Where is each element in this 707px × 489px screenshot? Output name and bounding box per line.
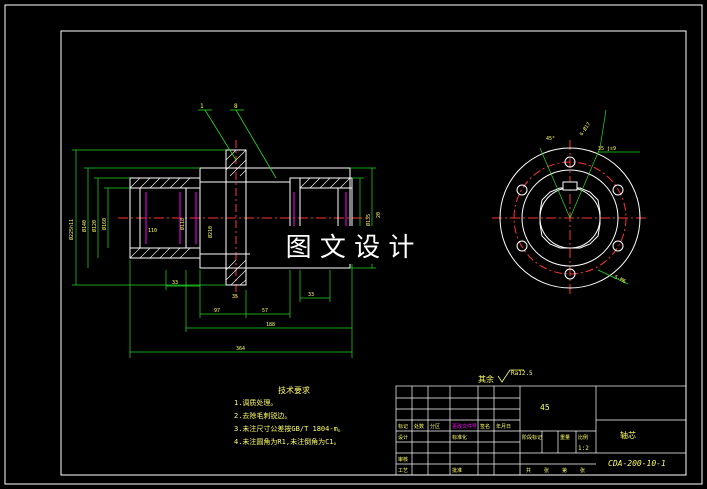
dim-len-97: 97 <box>214 308 220 314</box>
front-section-view: 1 8 <box>68 103 382 358</box>
dim-flatness: 35 js9 <box>598 146 616 152</box>
dim-right-dia: Ø135 <box>365 214 372 226</box>
tb-sign: 签名 <box>480 423 490 430</box>
tb-stage: 阶段标记 <box>522 434 542 441</box>
side-view: 45° 6-Ø17 35 js9 5-M6 <box>492 109 648 296</box>
tb-total: 共 <box>526 467 531 474</box>
tb-standard: 标准化 <box>452 434 467 441</box>
roughness-symbol <box>497 369 524 383</box>
dim-len-188: 188 <box>266 322 275 328</box>
dim-holes-top: 6-Ø17 <box>578 121 592 137</box>
tb-review: 审核 <box>398 456 408 463</box>
tb-process: 工艺 <box>398 468 408 474</box>
tb-weight: 重量 <box>560 434 570 441</box>
tb-date: 年月日 <box>496 423 511 430</box>
tb-drawing-no: CDA-200-10-1 <box>608 459 666 468</box>
tech-req-item-2: 2.去除毛刺锐边。 <box>234 411 291 420</box>
tech-req-item-4: 4.未注圆角为R1,未注倒角为C1。 <box>234 437 341 446</box>
dim-len-33a: 33 <box>172 280 178 286</box>
dim-len-110: 110 <box>148 228 157 234</box>
bolt-holes <box>516 156 624 280</box>
tb-change-no: 更改文件号 <box>452 423 477 430</box>
tb-sheet: 张 <box>544 467 549 474</box>
title-block <box>395 385 687 476</box>
dim-angle: 45° <box>546 136 555 142</box>
tb-sheet2: 张 <box>580 467 585 474</box>
dim-bore-dia: Ø140 <box>81 220 88 232</box>
dim-overall-height: Ø225h11 <box>68 219 75 240</box>
outer-border <box>4 4 703 485</box>
tech-req-item-3: 3.未注尺寸公差按GB/T 1804-m。 <box>234 424 345 433</box>
flange-outer-circle <box>499 147 641 289</box>
middle-body-outline <box>199 167 351 269</box>
tb-approve: 批准 <box>452 467 462 474</box>
dim-hub-dia: Ø118 <box>179 218 186 230</box>
dim-flange-dia: Ø210 <box>207 226 214 238</box>
tb-page: 第 <box>562 467 567 474</box>
dim-holes-bottom: 5-M6 <box>613 274 626 285</box>
spline-bore <box>539 187 601 249</box>
tb-material: 45 <box>540 403 550 412</box>
bolt-circle <box>513 161 627 275</box>
tech-requirements: 技术要求 1.调质处理。 2.去除毛刺锐边。 3.未注尺寸公差按GB/T 180… <box>234 385 345 446</box>
part-label-1: 1 <box>200 103 204 110</box>
hub-circle <box>521 169 619 267</box>
tb-design: 设计 <box>398 434 408 441</box>
dim-len-57: 57 <box>262 308 268 314</box>
watermark-text: 图 文 设 计 <box>286 233 415 263</box>
tb-scale-label: 比例 <box>578 434 588 441</box>
dim-overall-len: 364 <box>236 346 245 352</box>
tb-scale-value: 1:2 <box>578 445 589 452</box>
tech-req-item-1: 1.调质处理。 <box>234 398 277 407</box>
keyway <box>562 181 578 191</box>
tb-mark: 标记 <box>398 423 408 430</box>
roughness-value: Ra12.5 <box>511 370 533 377</box>
leader-1 <box>204 109 237 161</box>
dim-mid-dia: Ø160 <box>101 218 108 230</box>
tech-req-title: 技术要求 <box>278 385 310 395</box>
drawing-frame <box>60 30 687 476</box>
tb-zone: 分区 <box>430 423 440 430</box>
dim-small-20: 20 <box>376 212 382 218</box>
dim-len-33b: 33 <box>308 292 314 298</box>
part-label-8: 8 <box>234 103 238 110</box>
watermark-bg <box>250 226 450 264</box>
dim-inner-dia: Ø120 <box>91 220 98 232</box>
tb-count: 处数 <box>414 423 424 430</box>
roughness-label: 其余 <box>478 374 494 384</box>
tb-part-name: 轴芯 <box>620 430 636 440</box>
leader-8 <box>235 109 277 179</box>
dim-len-35: 35 <box>232 294 238 300</box>
